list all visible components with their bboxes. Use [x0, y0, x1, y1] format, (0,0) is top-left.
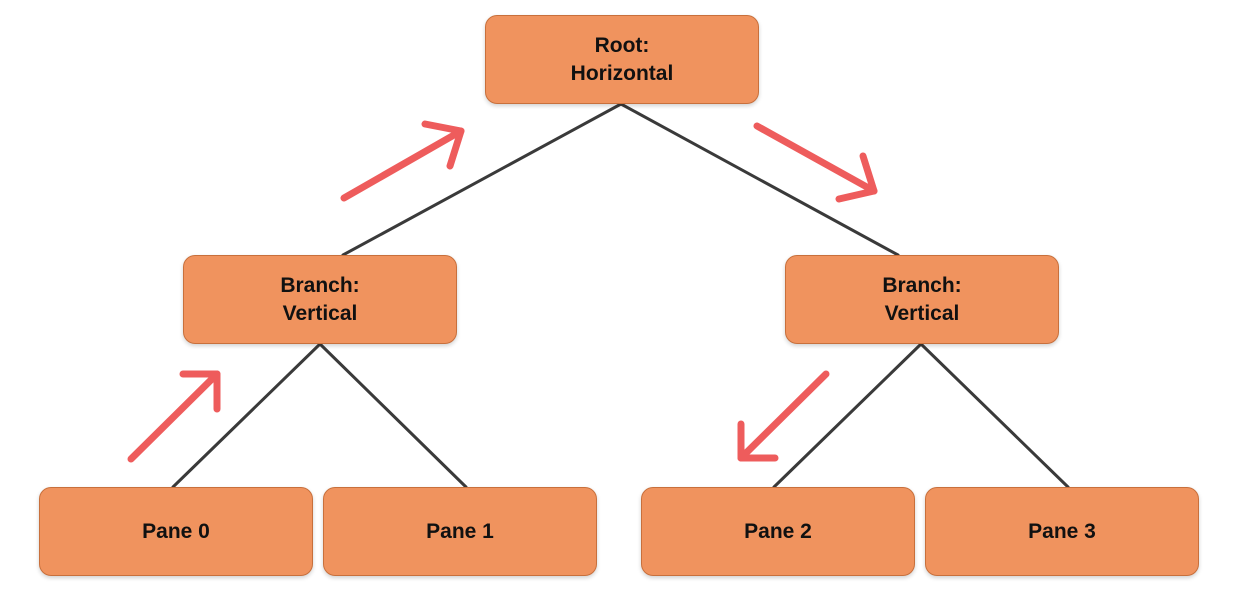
- arrow-pane0-to-branch-left: [127, 370, 221, 463]
- edge-branch-left-pane1: [318, 342, 468, 489]
- branch-left-orientation: Vertical: [282, 301, 358, 325]
- branch-right-orientation: Vertical: [884, 301, 960, 325]
- arrow-branch-right-to-pane2: [737, 370, 830, 462]
- branch-right-type: Branch:: [882, 273, 962, 297]
- pane-1-label: Pane 1: [426, 519, 494, 543]
- edge-root-branch-left: [341, 102, 623, 257]
- pane-node-2: Pane 2: [641, 487, 915, 576]
- arrow-branch-left-to-root: [340, 120, 465, 202]
- pane-node-0: Pane 0: [39, 487, 313, 576]
- edge-branch-right-pane3: [919, 342, 1070, 489]
- pane-node-3: Pane 3: [925, 487, 1199, 576]
- pane-3-label: Pane 3: [1028, 519, 1096, 543]
- edge-root-branch-right: [619, 102, 900, 257]
- root-node-type: Root:: [594, 33, 650, 57]
- branch-left-type: Branch:: [280, 273, 360, 297]
- arrow-root-to-branch-right: [753, 122, 878, 203]
- edge-branch-left-pane0: [171, 342, 322, 489]
- pane-0-label: Pane 0: [142, 519, 210, 543]
- branch-node-left: Branch: Vertical: [183, 255, 457, 344]
- edge-branch-right-pane2: [772, 342, 923, 489]
- pane-2-label: Pane 2: [744, 519, 812, 543]
- root-node: Root: Horizontal: [485, 15, 759, 104]
- root-node-orientation: Horizontal: [570, 61, 674, 85]
- branch-node-right: Branch: Vertical: [785, 255, 1059, 344]
- pane-node-1: Pane 1: [323, 487, 597, 576]
